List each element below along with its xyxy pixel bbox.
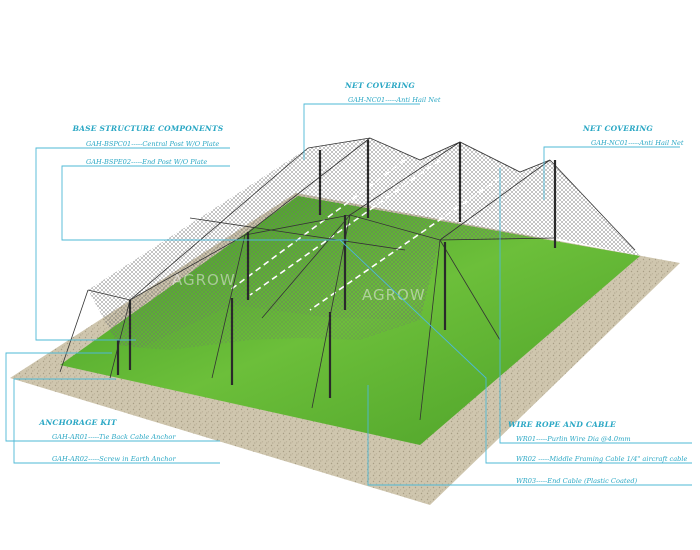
anchorage-item-tie-back: GAH-AR01-----Tie Back Cable Anchor xyxy=(52,433,176,441)
leader-wr02 xyxy=(339,239,692,464)
ridge-cable xyxy=(307,137,551,173)
net-covering-top-item: GAH-NC01-----Anti Hail Net xyxy=(348,96,441,104)
wire-rope-item-wr01: WR01-----Purlin Wire Dia @4.0mm xyxy=(516,435,631,443)
net-covering-right-item: GAH-NC01-----Anti Hail Net xyxy=(591,139,684,147)
cross-cable-2 xyxy=(129,147,309,301)
posts xyxy=(116,140,557,398)
net-panel-left xyxy=(88,138,370,300)
label-group-net-covering-right: NET COVERING GAH-NC01-----Anti Hail Net xyxy=(582,124,684,147)
front-ridge-cable xyxy=(87,214,556,301)
cross-cable-1 xyxy=(189,217,406,251)
leader-wr01 xyxy=(499,168,692,444)
leader-lines xyxy=(5,103,692,486)
base-structure-item-end-post: GAH-BSPE02-----End Post W/O Plate xyxy=(86,158,207,166)
base-structure-header: BASE STRUCTURE COMPONENTS xyxy=(72,124,224,133)
base-structure-item-central-post: GAH-BSPC01-----Central Post W/O Plate xyxy=(86,140,219,148)
purlin-wires xyxy=(229,159,501,311)
anchorage-header: ANCHORAGE KIT xyxy=(38,418,117,427)
tie-back-1 xyxy=(59,289,89,373)
net-covering-top-header: NET COVERING xyxy=(344,81,415,90)
framing-cables xyxy=(59,137,636,421)
leader-net-right xyxy=(543,146,680,200)
tie-back-6 xyxy=(549,159,636,251)
net-panel-front-7 xyxy=(142,305,250,350)
net-covering-right-header: NET COVERING xyxy=(582,124,653,133)
leader-end-post xyxy=(61,165,348,241)
net-panel-front-2 xyxy=(130,235,245,348)
cross-cable-5 xyxy=(439,159,551,241)
net-panel-middle-b xyxy=(350,142,460,240)
leader-net-top xyxy=(303,103,420,160)
tie-back-7 xyxy=(439,239,501,341)
wire-rope-item-wr03: WR03-----End Cable (Plastic Coated) xyxy=(516,477,638,485)
leader-screw-anchor xyxy=(13,378,220,464)
net-canopy xyxy=(88,138,640,350)
leader-wr03 xyxy=(367,385,692,486)
anchorage-item-screw-anchor: GAH-AR02-----Screw in Earth Anchor xyxy=(52,455,177,463)
tie-back-2 xyxy=(109,299,131,379)
tie-back-8 xyxy=(261,214,351,319)
wire-rope-item-wr02: WR02 -----Middle Framing Cable 1/4" airc… xyxy=(516,455,688,463)
purlin-wire-2 xyxy=(309,177,501,311)
cross-cable-3 xyxy=(244,137,371,236)
purlin-wire-3 xyxy=(249,159,441,296)
watermark-right: AGROW xyxy=(362,286,426,304)
net-panel-middle-a xyxy=(245,138,420,235)
net-panel-right-b xyxy=(440,160,640,256)
leader-tie-back xyxy=(5,352,220,442)
tie-back-4 xyxy=(311,214,351,409)
label-group-anchorage-kit: ANCHORAGE KIT GAH-AR01-----Tie Back Cabl… xyxy=(38,418,176,463)
label-group-wire-rope: WIRE ROPE AND CABLE WR01-----Purlin Wire… xyxy=(508,420,687,485)
tie-back-3 xyxy=(211,234,246,379)
watermark-left: AGROW xyxy=(172,271,236,289)
tie-back-5 xyxy=(419,239,441,421)
purlin-wire-1 xyxy=(229,159,406,291)
label-group-net-covering-top: NET COVERING GAH-NC01-----Anti Hail Net xyxy=(344,81,441,104)
leader-central-post xyxy=(35,147,230,341)
wire-rope-header: WIRE ROPE AND CABLE xyxy=(508,420,616,429)
net-panel-front-4 xyxy=(330,215,440,320)
label-group-base-structure: BASE STRUCTURE COMPONENTS GAH-BSPC01----… xyxy=(72,124,224,166)
net-panel-front-6 xyxy=(232,305,330,340)
